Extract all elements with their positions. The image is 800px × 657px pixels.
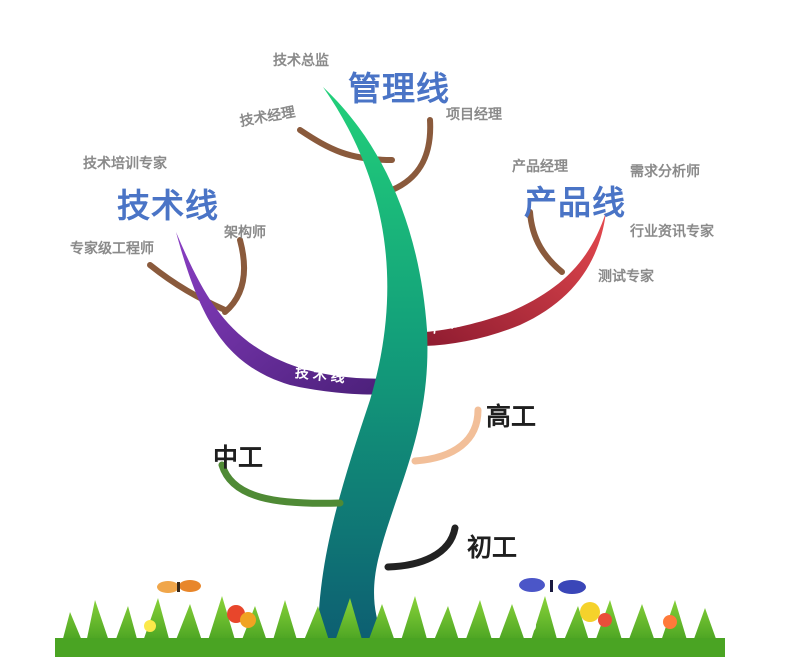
role-training-expert: 技术培训专家	[83, 156, 167, 172]
product-line-title: 产品线	[524, 183, 626, 222]
twig-architect	[222, 237, 248, 315]
butterfly-right-icon	[519, 578, 586, 594]
twig-expert-engineer	[147, 262, 228, 313]
role-technical-director: 技术总监	[273, 53, 329, 69]
technical-line-title: 技术线	[117, 186, 219, 225]
twig-project-manager	[389, 117, 434, 193]
twig-product-manager	[527, 209, 565, 275]
twig-middle	[218, 461, 344, 507]
technical-branch	[176, 232, 390, 395]
butterfly-left-icon	[157, 580, 201, 593]
twig-junior	[384, 524, 459, 571]
management-line-title: 管理线	[348, 69, 450, 108]
role-test-expert: 测试专家	[598, 269, 654, 285]
role-product-manager: 产品经理	[512, 159, 568, 175]
twig-senior	[411, 406, 482, 465]
role-architect: 架构师	[224, 225, 266, 241]
level-junior: 初工	[467, 533, 518, 562]
role-requirements-analyst: 需求分析师	[630, 164, 700, 180]
level-senior: 高工	[486, 402, 537, 431]
product-branch	[424, 212, 606, 346]
role-expert-engineer: 专家级工程师	[70, 241, 154, 257]
role-project-manager: 项目经理	[446, 107, 502, 123]
tree-trunk	[318, 87, 428, 640]
twig-tech-manager	[297, 127, 395, 163]
grass-ground	[55, 596, 725, 657]
level-middle: 中工	[213, 443, 264, 472]
role-industry-expert: 行业资讯专家	[630, 224, 714, 240]
